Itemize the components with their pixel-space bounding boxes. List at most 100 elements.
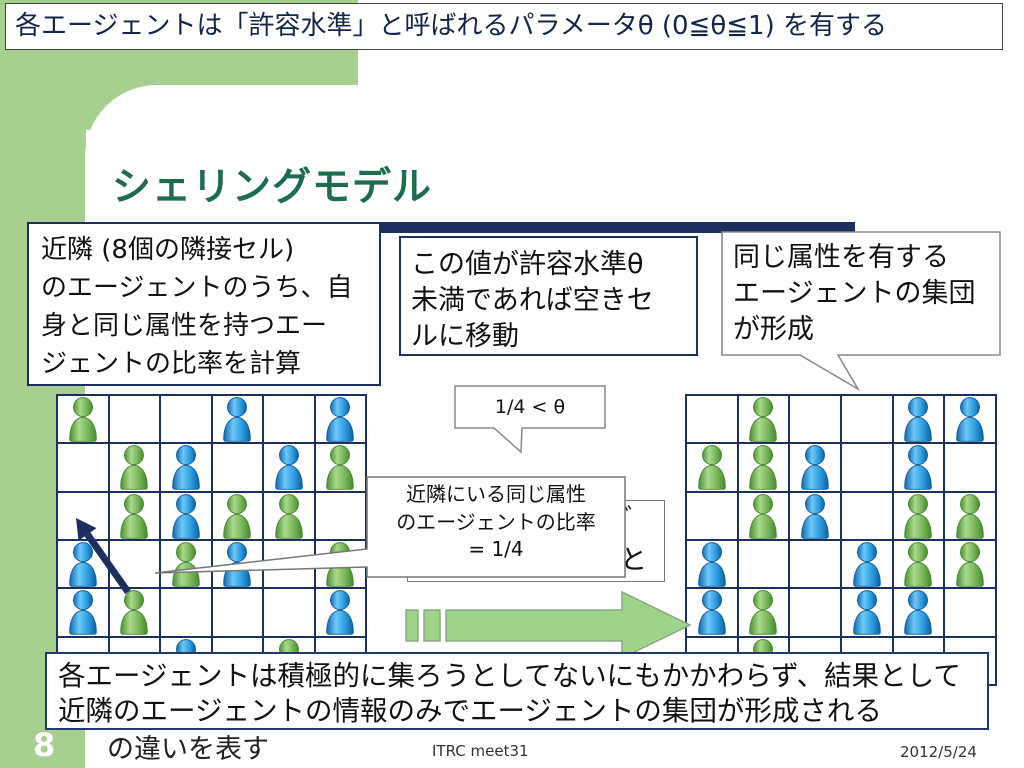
grid-cell: [945, 396, 997, 445]
blue-agent: [693, 589, 731, 636]
callout-ratio-value: 近隣にいる同じ属性 のエージェントの比率 = 1/4: [367, 481, 625, 564]
grid-cell: [687, 444, 739, 493]
grid-cell: [687, 589, 739, 638]
grid-cell: [687, 492, 739, 541]
green-agent: [115, 444, 153, 491]
green-agent: [64, 396, 102, 442]
callout-neighbor-ratio: 近隣 (8個の隣接セル) のエージェントのうち、自 身と同じ属性を持つエー ジェ…: [27, 222, 381, 386]
callout-line: のエージェントの比率: [396, 509, 596, 534]
green-agent: [115, 493, 153, 539]
blue-agent: [796, 493, 834, 539]
grid-cell: [945, 589, 997, 638]
grid-cell: [790, 589, 842, 638]
blue-agent: [951, 396, 989, 442]
grid-cell: [893, 492, 946, 541]
grid-cell: [790, 540, 842, 590]
callout-line: 未満であれば空きセ: [411, 285, 654, 316]
blue-agent: [321, 396, 359, 442]
grid-cell: [790, 444, 842, 493]
blue-agent: [321, 589, 359, 636]
conclusion-line: 近隣のエージェントの情報のみでエージェントの集団が形成される: [58, 695, 882, 727]
callout-line: この値が許容水準θ: [411, 249, 644, 280]
blue-agent: [270, 444, 308, 491]
blue-agent: [899, 396, 937, 442]
grid-cell: [58, 540, 110, 590]
hidden-text-fragment: ゛: [624, 503, 650, 532]
blue-agent: [796, 444, 834, 491]
grid-cell: [842, 589, 894, 638]
grid-cell: [315, 492, 367, 541]
callout-line: ジェントの比率を計算: [41, 349, 302, 379]
green-agent: [270, 493, 308, 539]
grid-cell: [264, 540, 316, 590]
grid-cell: [315, 396, 367, 445]
conclusion-box: 各エージェントは積極的に集ろうとしてないにもかかわらず、結果として 近隣のエージ…: [45, 652, 989, 730]
callout-move-condition: この値が許容水準θ 未満であれば空きセ ルに移動: [399, 236, 698, 356]
footer-date: 2012/5/24: [900, 743, 977, 761]
green-agent: [744, 396, 782, 442]
blue-agent: [848, 589, 886, 636]
callout-line: ルに移動: [411, 321, 519, 352]
grid-cell: [264, 444, 316, 493]
callout-line: エージェントの集団: [733, 278, 976, 309]
grid-cell: [315, 540, 367, 590]
slide-number: 8: [33, 726, 56, 764]
grid-after: [685, 394, 997, 686]
grid-cell: [842, 444, 894, 493]
grid-cell: [161, 589, 213, 638]
blue-agent: [218, 541, 256, 587]
grid-cell: [893, 444, 946, 493]
grid-cell: [264, 589, 316, 638]
grid-cell: [212, 396, 264, 445]
callout-line: 身と同じ属性を持つエー: [41, 311, 328, 341]
callout-cluster: 同じ属性を有する エージェントの集団 が形成: [733, 240, 975, 348]
blue-agent: [167, 444, 205, 491]
green-agent: [899, 541, 937, 587]
grid-cell: [212, 589, 264, 638]
grid-cell: [161, 492, 213, 541]
blue-agent: [64, 541, 102, 587]
callout-line: 近隣 (8個の隣接セル): [41, 235, 295, 265]
grid-cell: [58, 444, 110, 493]
grid-cell: [161, 540, 213, 590]
grid-cell: [212, 540, 264, 590]
grid-cell: [109, 492, 161, 541]
grid-cell: [738, 444, 791, 493]
grid-cell: [842, 540, 894, 590]
green-agent: [744, 589, 782, 636]
grid-cell: [687, 540, 739, 590]
grid-cell: [212, 444, 264, 493]
grid-cell: [945, 492, 997, 541]
green-agent: [951, 541, 989, 587]
green-agent: [744, 444, 782, 491]
grid-cell: [893, 540, 946, 590]
grid-cell: [109, 396, 161, 445]
grid-cell: [738, 540, 791, 590]
grid-cell: [109, 444, 161, 493]
title-underline-bar: [110, 222, 855, 233]
grid-cell: [842, 396, 894, 445]
green-agent: [899, 493, 937, 539]
grid-cell: [264, 396, 316, 445]
green-agent: [693, 444, 731, 491]
slide-title: シェリングモデル: [112, 165, 433, 210]
grid-cell: [790, 396, 842, 445]
green-agent: [218, 493, 256, 539]
grid-cell: [264, 492, 316, 541]
grid-cell: [738, 396, 791, 445]
grid-cell: [315, 589, 367, 638]
grid-before: [56, 394, 367, 686]
grid-cell: [738, 492, 791, 541]
grid-cell: [893, 396, 946, 445]
blue-agent: [899, 444, 937, 491]
callout-line: のエージェントのうち、自: [41, 273, 353, 303]
grid-cell: [109, 540, 161, 590]
green-agent: [744, 493, 782, 539]
callout-line: 近隣にいる同じ属性: [406, 482, 586, 506]
grid-cell: [945, 540, 997, 590]
grid-cell: [842, 492, 894, 541]
green-agent: [951, 493, 989, 539]
blue-agent: [848, 541, 886, 587]
blue-agent: [64, 589, 102, 636]
blue-agent: [218, 396, 256, 442]
